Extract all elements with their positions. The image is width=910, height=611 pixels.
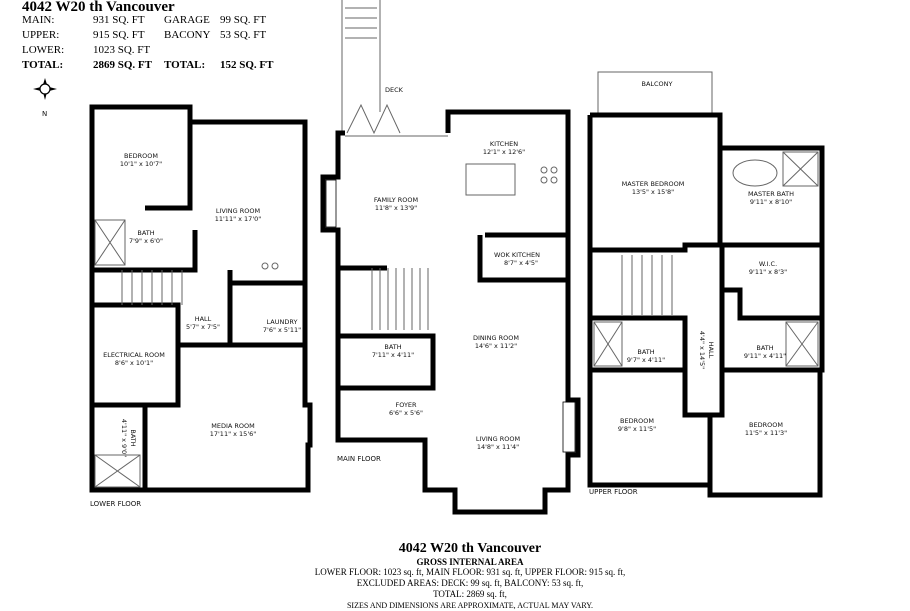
room-name: MASTER BEDROOM: [622, 180, 685, 188]
room-name: ELECTRICAL ROOM: [103, 351, 165, 359]
room-name: BEDROOM: [749, 421, 783, 429]
room-dimensions: 9'7" x 4'11": [627, 356, 665, 364]
header-title: 4042 W20 th Vancouver: [22, 0, 175, 15]
room-dimensions: 6'6" x 5'6": [389, 409, 423, 417]
room-dimensions: 4'11" x 9'0": [120, 419, 128, 457]
summary-label: UPPER:: [22, 29, 60, 41]
compass-label: N: [42, 110, 47, 118]
room-name: BATH: [756, 344, 773, 352]
room-name: LIVING ROOM: [476, 435, 520, 443]
footer-line: EXCLUDED AREAS: DECK: 99 sq. ft, BALCONY…: [356, 578, 584, 588]
room-name: HALL: [707, 342, 715, 359]
summary-label: LOWER:: [22, 44, 65, 56]
summary-label: MAIN:: [22, 14, 55, 26]
room-name: MASTER BATH: [748, 190, 794, 198]
room-dimensions: 14'6" x 11'2": [475, 342, 517, 350]
room-name: HALL: [195, 315, 212, 323]
room-name: BATH: [137, 229, 154, 237]
room-dimensions: 11'5" x 11'3": [745, 429, 787, 437]
room-name: W.I.C.: [759, 260, 777, 268]
room-name: MEDIA ROOM: [211, 422, 255, 430]
room-dimensions: 11'11" x 17'0": [215, 215, 261, 223]
room-dimensions: 12'1" x 12'6": [483, 148, 525, 156]
room-name: BATH: [384, 343, 401, 351]
room-name: DINING ROOM: [473, 334, 519, 342]
summary-value: 915 SQ. FT: [93, 29, 145, 41]
room-dimensions: 7'11" x 4'11": [372, 351, 414, 359]
summary-value: 1023 SQ. FT: [93, 44, 151, 56]
room-dimensions: 8'6" x 10'1": [115, 359, 153, 367]
summary-value: 152 SQ. FT: [220, 59, 274, 71]
floor-label: UPPER FLOOR: [589, 488, 638, 496]
floor-label: LOWER FLOOR: [90, 500, 141, 508]
footer-subtitle: GROSS INTERNAL AREA: [416, 557, 524, 567]
room-dimensions: 17'11" x 15'6": [210, 430, 256, 438]
footer-title: 4042 W20 th Vancouver: [398, 541, 542, 556]
summary-label: TOTAL:: [164, 59, 206, 71]
room-name: WOK KITCHEN: [494, 251, 540, 259]
room-name: DECK: [385, 86, 404, 94]
room-name: LAUNDRY: [267, 318, 298, 326]
room-dimensions: 9'11" x 8'10": [750, 198, 792, 206]
room-name: FOYER: [395, 401, 417, 409]
room-name: BEDROOM: [620, 417, 654, 425]
room-dimensions: 14'8" x 11'4": [477, 443, 519, 451]
room-name: BALCONY: [641, 80, 672, 88]
summary-value: 53 SQ. FT: [220, 29, 267, 41]
room-dimensions: 11'8" x 13'9": [375, 204, 417, 212]
room-name: BEDROOM: [124, 152, 158, 160]
room-dimensions: 8'7" x 4'5": [504, 259, 538, 267]
compass-icon: N: [33, 78, 57, 118]
room-name: FAMILY ROOM: [374, 196, 418, 204]
room-dimensions: 7'9" x 6'0": [129, 237, 163, 245]
room-name: BATH: [129, 429, 137, 446]
room-dimensions: 5'7" x 7'5": [186, 323, 220, 331]
room-name: BATH: [637, 348, 654, 356]
summary-label: BACONY: [164, 29, 211, 41]
main-floor-plan: DECK KITCHEN 12'1" x 12'6" FAMILY ROOM 1…: [320, 0, 581, 515]
room-dimensions: 4'4" x 14'5": [698, 331, 706, 369]
summary-value: 2869 SQ. FT: [93, 59, 152, 71]
upper-floor-plan: BALCONY MASTER BEDROOM 13'5" x 15'8" MAS…: [587, 71, 825, 498]
room-dimensions: 10'1" x 10'7": [120, 160, 162, 168]
summary-value: 931 SQ. FT: [93, 14, 145, 26]
room-dimensions: 13'5" x 15'8": [632, 188, 674, 196]
room-dimensions: 9'8" x 11'5": [618, 425, 656, 433]
summary-label: TOTAL:: [22, 59, 64, 71]
room-name: LIVING ROOM: [216, 207, 260, 215]
lower-floor-plan: BEDROOM 10'1" x 10'7" LIVING ROOM 11'11"…: [89, 104, 313, 508]
footer-line: LOWER FLOOR: 1023 sq. ft, MAIN FLOOR: 93…: [314, 567, 626, 577]
summary-label: GARAGE: [164, 14, 210, 26]
room-name: KITCHEN: [490, 140, 518, 148]
floor-label: MAIN FLOOR: [337, 455, 381, 463]
room-dimensions: 9'11" x 8'3": [749, 268, 787, 276]
room-dimensions: 9'11" x 4'11": [744, 352, 786, 360]
footer-line: TOTAL: 2869 sq. ft,: [433, 589, 507, 599]
room-dimensions: 7'6" x 5'11": [263, 326, 301, 334]
summary-value: 99 SQ. FT: [220, 14, 267, 26]
